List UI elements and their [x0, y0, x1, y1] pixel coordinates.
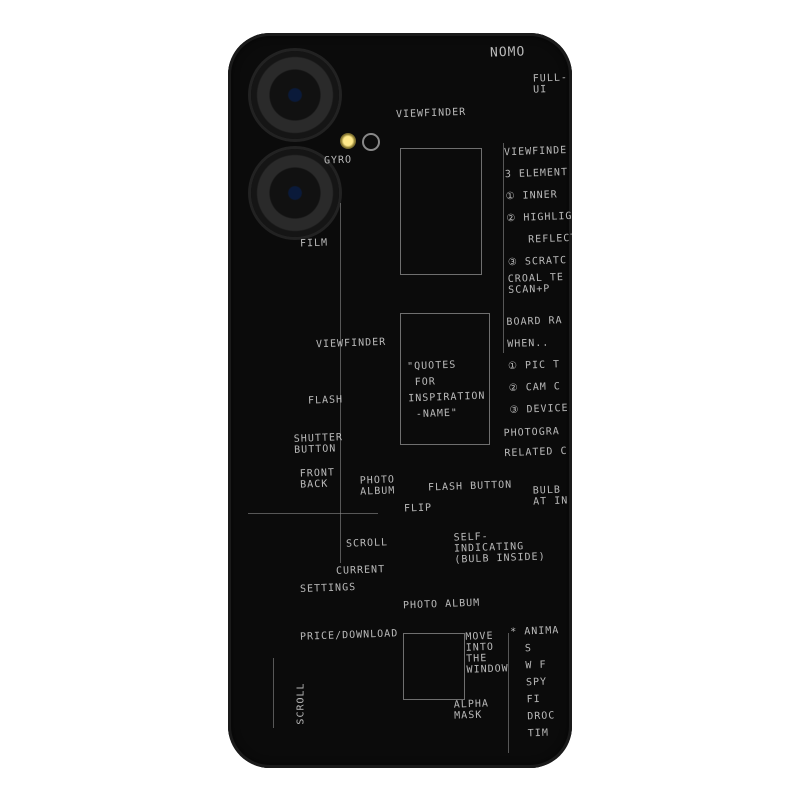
text-scroll-h: SCROLL — [345, 537, 389, 550]
text-gyro: GYRO — [323, 154, 353, 167]
text-price: PRICE/DOWNLOAD — [299, 628, 399, 643]
text-current: CURRENT — [335, 564, 386, 577]
text-shutter: SHUTTER BUTTON — [293, 432, 344, 456]
sketch-line — [340, 203, 341, 563]
text-bulb: BULB AT IN — [532, 484, 569, 508]
flash-icon — [340, 133, 356, 149]
sketch-line — [248, 513, 378, 514]
camera-lens-bottom — [251, 149, 339, 237]
sketch-scroll-arrow — [273, 658, 274, 728]
text-viewfinder-top: VIEWFINDER — [395, 106, 467, 121]
sketch-quote-box — [400, 313, 490, 445]
sketch-line — [503, 143, 504, 353]
phone-case: NOMO FULL- UI VIEWFINDER GYRO FILM VIEWF… — [228, 33, 572, 768]
text-front-back: FRONT BACK — [299, 467, 336, 491]
text-viewfinder-mid: VIEWFINDER — [315, 336, 387, 351]
text-flip: FLIP — [403, 502, 433, 515]
text-flash: FLASH — [307, 394, 344, 407]
text-quote: "QUOTES FOR INSPIRATION -NAME" — [406, 359, 486, 421]
text-anima: * ANIMA S W F SPY FI DROC TIM — [510, 625, 560, 740]
text-self-indicating: SELF- INDICATING (BULB INSIDE) — [453, 531, 546, 566]
sensor-icon — [362, 133, 380, 151]
sketch-line — [508, 633, 509, 753]
camera-module — [228, 33, 380, 243]
text-notes-4: PHOTOGRA RELATED C — [503, 426, 568, 460]
text-notes-3: BOARD RA WHEN.. ① PIC T ② CAM C ③ DEVICE — [506, 315, 569, 417]
text-notes-1: VIEWFINDE 3 ELEMENT ① INNER ② HIGHLIG RE… — [503, 145, 572, 269]
text-settings: SETTINGS — [299, 582, 357, 595]
text-full-ui: FULL- UI — [532, 72, 569, 96]
text-notes-2: CROAL TE SCAN+P — [507, 272, 565, 296]
text-photo-album-2: PHOTO ALBUM — [402, 597, 481, 612]
text-move: MOVE INTO THE WINDOW — [465, 630, 509, 676]
text-scroll-v: SCROLL — [295, 682, 307, 725]
sketch-album-box — [403, 633, 465, 700]
text-nomo: NOMO — [489, 44, 526, 61]
text-alpha: ALPHA MASK — [453, 698, 490, 722]
text-flash-button: FLASH BUTTON — [427, 479, 513, 494]
text-film: FILM — [299, 237, 329, 250]
camera-lens-top — [251, 51, 339, 139]
text-photo-album: PHOTO ALBUM — [359, 474, 396, 498]
sketch-viewfinder-box — [400, 148, 482, 275]
